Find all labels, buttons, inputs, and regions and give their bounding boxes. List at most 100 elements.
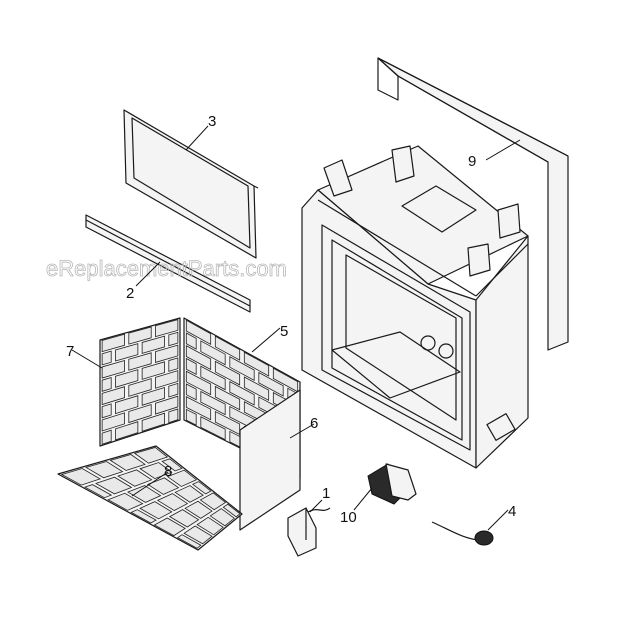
part-6-side-panel (239, 389, 301, 531)
callout-2: 2 (126, 285, 134, 302)
brick (243, 351, 270, 377)
brick (101, 376, 112, 392)
leader-5 (251, 327, 281, 353)
floor-brick (196, 516, 224, 536)
floor-brick (191, 481, 212, 495)
floor-brick (133, 447, 169, 464)
callout-6: 6 (310, 415, 318, 432)
brick (128, 352, 152, 371)
brick (115, 369, 139, 388)
leader-1 (309, 499, 323, 513)
brick (214, 360, 241, 386)
part-4-sensor-cable (431, 521, 494, 546)
callout-9: 9 (468, 153, 476, 170)
floor-brick (109, 454, 146, 471)
brick (258, 371, 284, 397)
brick (141, 412, 165, 432)
brick (155, 395, 179, 415)
brick (214, 385, 241, 411)
brick (200, 390, 226, 416)
floor-brick (130, 509, 157, 524)
leader-10 (353, 487, 373, 511)
floor-brick (146, 477, 180, 495)
brick (168, 408, 179, 424)
part-10-valve-assembly (367, 463, 417, 505)
floor-brick (127, 485, 162, 503)
brick (115, 395, 139, 415)
floor-brick (156, 493, 189, 511)
fireplace-box (301, 145, 529, 469)
watermark-text: eReplacementParts.com (46, 256, 287, 281)
brick (229, 356, 255, 381)
floor-brick (161, 458, 183, 472)
floor-brick (166, 469, 198, 487)
brick (128, 326, 152, 345)
brick (101, 359, 125, 379)
brick (155, 370, 179, 389)
callout-8: 8 (164, 463, 172, 480)
brick (155, 319, 179, 338)
callout-10: 10 (340, 509, 357, 526)
brick (155, 344, 179, 363)
leader-7 (71, 349, 103, 369)
part-1-junction-box (287, 507, 331, 557)
brick (185, 332, 197, 350)
floor-brick (95, 476, 133, 495)
floor-brick (85, 461, 124, 479)
brick (200, 340, 226, 366)
floor-brick (139, 501, 173, 520)
brick (141, 386, 165, 406)
brick (115, 343, 139, 362)
brick (141, 335, 165, 354)
brick (101, 386, 125, 406)
brick (229, 380, 255, 406)
floor-brick (199, 492, 227, 511)
part-7-left-brick-panel (99, 317, 181, 447)
leader-9 (485, 139, 521, 161)
callout-4: 4 (508, 503, 516, 520)
brick (185, 370, 212, 396)
floor-brick (176, 534, 202, 549)
floor-brick (153, 517, 186, 537)
brick (128, 378, 152, 397)
floor-brick (174, 485, 204, 503)
brick (214, 335, 241, 361)
brick (141, 361, 165, 380)
brick (101, 429, 112, 445)
leader-3 (185, 125, 209, 151)
brick (200, 365, 226, 391)
leader-2 (135, 261, 161, 287)
brick (185, 408, 197, 426)
callout-1: 1 (322, 485, 330, 502)
floor-brick (209, 508, 236, 527)
leader-4 (487, 509, 509, 531)
brick (101, 333, 125, 353)
brick (200, 416, 226, 441)
brick (185, 396, 212, 421)
floor-brick (117, 469, 153, 487)
brick (101, 350, 112, 366)
part-2-trim-strip (85, 214, 251, 313)
brick (185, 319, 212, 345)
floor-brick (60, 468, 102, 486)
part-9-surround (377, 57, 569, 351)
brick (185, 357, 197, 376)
brick (243, 376, 270, 402)
brick (128, 403, 152, 424)
floor-brick (184, 500, 213, 519)
callout-7: 7 (66, 343, 74, 360)
brick (168, 357, 179, 372)
part-3-glass-door (123, 109, 259, 259)
callout-5: 5 (280, 323, 288, 340)
brick (185, 345, 212, 371)
leader-8 (131, 471, 169, 497)
floor-brick (183, 525, 213, 545)
callout-3: 3 (208, 113, 216, 130)
part-8-brick-floor (57, 445, 243, 551)
brick (101, 412, 125, 432)
brick (115, 421, 139, 441)
floor-brick (107, 492, 144, 511)
brick (168, 331, 179, 347)
floor-brick (222, 503, 241, 518)
